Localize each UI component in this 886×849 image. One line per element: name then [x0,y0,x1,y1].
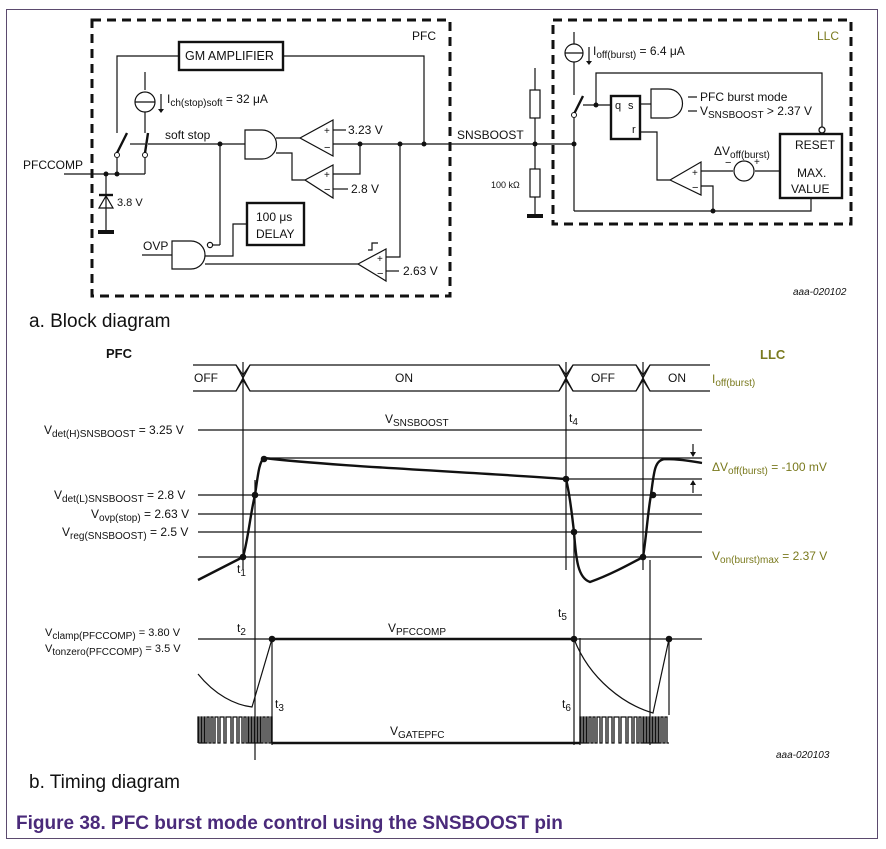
and-gate-softstop-icon [244,129,278,160]
voltage-source-icon [733,160,755,182]
state-on-2: ON [668,371,686,385]
level-label-ovp: Vovp(stop) = 2.63 V [91,507,189,524]
hysteresis-icon [368,242,378,251]
svg-text:−: − [692,182,698,194]
timing-diagram: PFC LLC OFF ON OFF ON Ioff(burst) [44,346,830,761]
block-diagram: PFC LLC GM AMPLIFIER Ich(stop)soft = 32 … [23,18,853,298]
snsboost-pin-label: SNSBOOST [457,128,524,142]
and-gate-ovp-icon [171,240,206,270]
gate-pulse-train [197,716,273,744]
reset-max-value-box [778,132,844,200]
comparator-2-ref: 2.8 V [351,182,379,196]
llc-box-label: LLC [817,29,839,43]
soft-stop-label: soft stop [165,128,211,142]
comparator-3-icon [356,247,387,283]
resistor-bottom-icon [529,168,541,198]
ich-label: Ich(stop)soft = 32 μA [167,92,268,109]
resistor-value-label: 100 kΩ [491,180,520,190]
flip-flop-box [609,94,642,141]
dv-offburst-label: ΔVoff(burst) [714,144,770,161]
svg-text:+: + [377,254,383,265]
svg-text:+: + [754,157,760,168]
figure-caption: Figure 38. PFC burst mode control using … [16,813,563,834]
switch-2-icon [143,132,150,154]
dv-offburst-timing-label: ΔVoff(burst) = -100 mV [712,460,827,477]
vgatepfc-signal-label: VGATEPFC [390,724,445,741]
von-burstmax-label: Von(burst)max = 2.37 V [712,549,827,566]
level-label-clamp: Vclamp(PFCCOMP) = 3.80 V [45,627,181,642]
figure-frame [6,9,878,839]
flip-flop-r: r [632,124,636,136]
svg-text:−: − [324,142,330,154]
switch-1-icon [115,132,129,154]
level-label-det-h: Vdet(H)SNSBOOST = 3.25 V [44,423,184,440]
block-diagram-title: a. Block diagram [29,311,171,332]
time-t1: t1 [237,562,246,579]
vgatepfc-waveform [197,716,669,744]
vpfccomp-waveform [197,638,670,714]
gm-amplifier-label: GM AMPLIFIER [185,49,274,63]
llc-dashed-box [551,18,853,226]
level-label-tonzero: Vtonzero(PFCCOMP) = 3.5 V [45,643,181,658]
level-label-reg: Vreg(SNSBOOST) = 2.5 V [62,525,188,542]
reset-label: RESET [795,138,836,152]
vpfccomp-signal-label: VPFCCOMP [388,621,446,638]
pfc-dashed-box [90,18,452,298]
time-t3: t3 [275,697,284,714]
timing-pfc-heading: PFC [106,346,133,361]
pfc-box-label: PFC [412,29,436,43]
time-t4: t4 [569,411,578,428]
pfccomp-pin-label: PFCCOMP [23,158,83,172]
zener-voltage-label: 3.8 V [117,197,143,209]
time-t5: t5 [558,606,567,623]
state-bus: OFF ON OFF ON Ioff(burst) [193,364,755,392]
ioff-label: Ioff(burst) = 6.4 μA [593,44,685,61]
state-off-1: OFF [194,371,218,385]
resistor-top-icon [529,89,541,119]
max-label: MAX. [797,166,826,180]
ioff-burst-timing-label: Ioff(burst) [712,372,755,389]
comparator-2-icon [303,163,334,200]
comparator-1-ref: 3.23 V [348,123,383,137]
and-gate-llc-icon [650,88,684,119]
vsnsboost-waveform [197,456,703,584]
llc-switch-icon [572,95,585,115]
timing-diagram-code: aaa-020103 [776,750,830,761]
comparator-3-ref: 2.63 V [403,264,438,278]
level-label-det-l: Vdet(L)SNSBOOST = 2.8 V [54,488,185,505]
ovp-label: OVP [143,239,168,253]
vsnsboost-signal-label: VSNSBOOST [385,412,449,429]
flip-flop-q: q [615,100,621,112]
block-diagram-code: aaa-020102 [793,287,847,298]
svg-text:+: + [324,126,330,137]
time-t6: t6 [562,697,571,714]
comparator-1-icon [298,118,334,158]
time-t2: t2 [237,621,246,638]
state-on-1: ON [395,371,413,385]
gate-pulse-train [579,716,669,744]
llc-comparator-icon [668,160,702,196]
delay-label-1: 100 μs [256,210,292,224]
delay-label-2: DELAY [256,227,294,241]
svg-text:+: + [692,168,698,179]
svg-text:−: − [324,184,330,196]
and-input-vsnsboost: VSNSBOOST > 2.37 V [700,104,812,121]
svg-text:−: − [377,268,383,280]
zener-diode-icon [97,194,115,209]
and-input-burst-mode: PFC burst mode [700,90,788,104]
value-label: VALUE [791,182,829,196]
timing-llc-heading: LLC [760,347,786,362]
timing-diagram-title: b. Timing diagram [29,772,181,793]
svg-text:−: − [725,157,731,169]
svg-text:+: + [324,170,330,181]
flip-flop-s: s [628,100,634,112]
state-off-2: OFF [591,371,615,385]
